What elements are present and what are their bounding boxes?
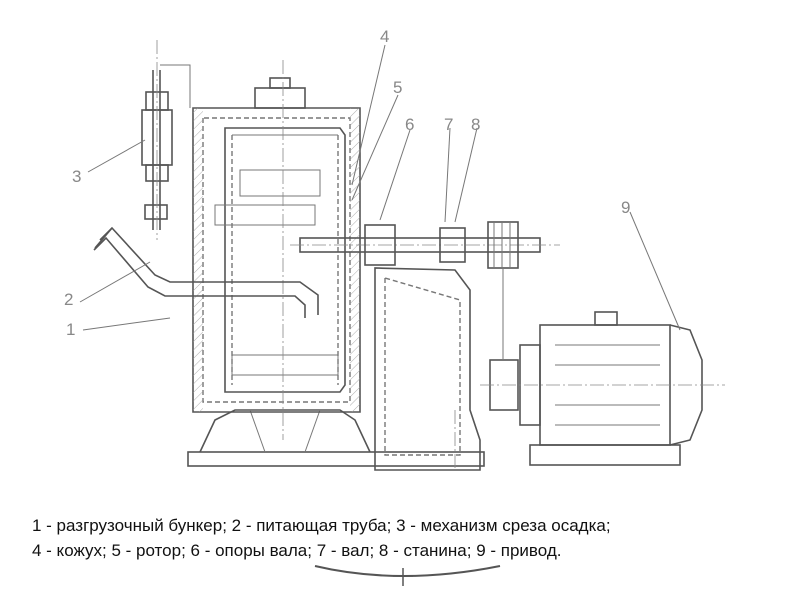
callout-4: 4 xyxy=(380,27,389,46)
callout-labels: 1 2 3 4 5 6 7 8 9 xyxy=(64,27,630,339)
casing xyxy=(192,77,361,413)
caption-line-1: 1 - разгрузочный бункер; 2 - питающая тр… xyxy=(32,516,611,535)
feed-pipe xyxy=(93,226,319,318)
shaft xyxy=(290,221,560,269)
drive-motor xyxy=(480,268,725,466)
base-frame xyxy=(187,409,485,467)
caption-line-2: 4 - кожух; 5 - ротор; 6 - опоры вала; 7 … xyxy=(32,541,562,560)
leader-lines xyxy=(79,44,681,331)
callout-8: 8 xyxy=(471,115,480,134)
bottom-arc-decoration xyxy=(314,565,501,586)
callout-9: 9 xyxy=(621,198,630,217)
callout-1: 1 xyxy=(66,320,75,339)
centrifuge-drawing: 1 2 3 4 5 6 7 8 9 xyxy=(64,27,725,471)
rotor xyxy=(214,127,346,393)
figure-caption: 1 - разгрузочный бункер; 2 - питающая тр… xyxy=(32,513,772,563)
cutting-mechanism xyxy=(141,40,191,240)
callout-6: 6 xyxy=(405,115,414,134)
callout-2: 2 xyxy=(64,290,73,309)
bed-frame xyxy=(374,267,481,471)
callout-5: 5 xyxy=(393,78,402,97)
callout-7: 7 xyxy=(444,115,453,134)
callout-3: 3 xyxy=(72,167,81,186)
